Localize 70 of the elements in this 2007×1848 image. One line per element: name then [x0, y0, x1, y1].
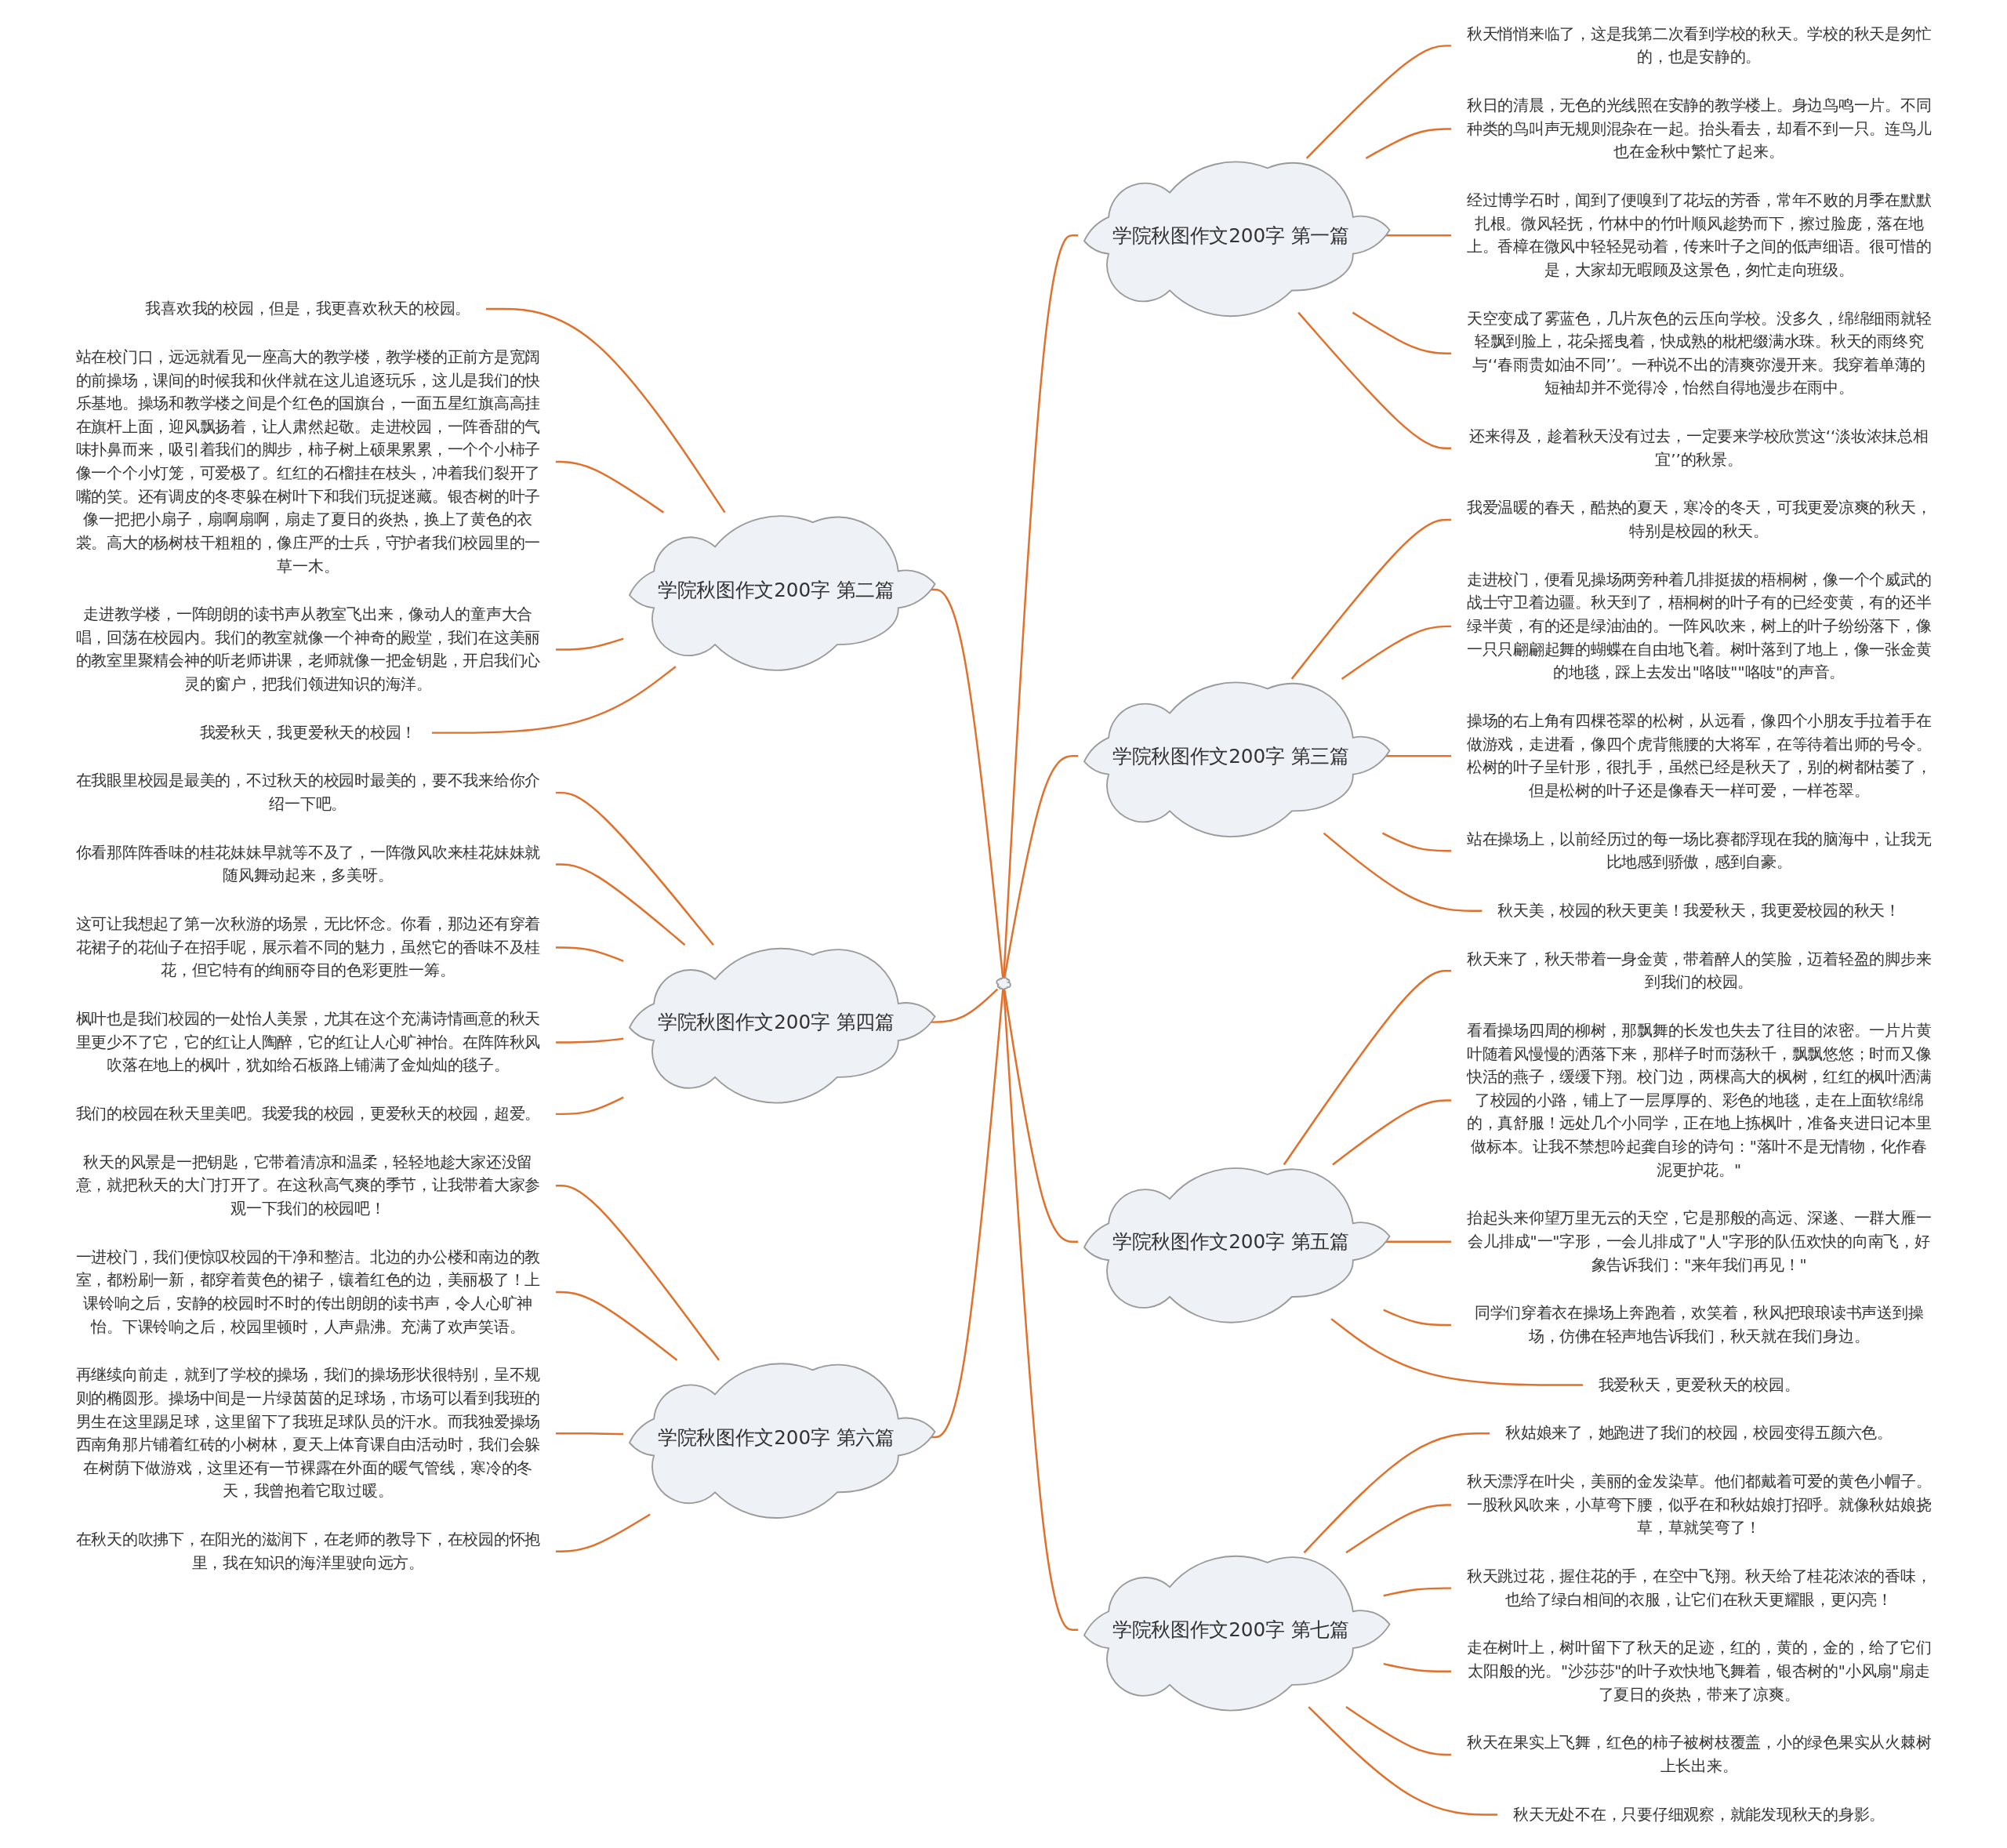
- node-text: 我爱秋天，更爱秋天的校园。: [1598, 1374, 1800, 1394]
- connector: [555, 460, 664, 514]
- connector: [1383, 1662, 1452, 1672]
- node-text: 站在操场上，以前经历过的每一场比赛都浮现在我的脑海中，让我无比地感到骄傲，感到自豪。: [1466, 829, 1932, 871]
- node-text: 秋天漂浮在叶尖，美丽的金发染草。他们都戴着可爱的黄色小帽子。一股秋风吹来，小草弯下腰，似乎在和秋姑娘打招呼。就像秋姑娘挠草，草就笑弯了！: [1466, 1472, 1932, 1537]
- node-text: 走在树叶上，树叶留下了秋天的足迹，红的，黄的，金的，给了它们太阳般的光。"沙莎莎"的叶子欢快地飞舞着，银杏树的"小风扇"扇走了夏日的炎热，带来了凉爽。: [1466, 1638, 1932, 1703]
- connector: [1003, 989, 1079, 1631]
- node-text: 我们的校园在秋天里美吧。我爱我的校园，更爱秋天的校园，超爱。: [75, 1104, 541, 1123]
- node-text: 秋天悄悄来临了，这是我第二次看到学校的秋天。学校的秋天是匆忙的，也是安静的。: [1466, 24, 1932, 66]
- connector: [485, 307, 726, 513]
- connector: [1290, 518, 1452, 680]
- node-text: 同学们穿着衣在操场上奔跑着，欢笑着，秋风把琅琅读书声送到操场，仿佛在轻声地告诉我们，秋天就在我们身边。: [1474, 1303, 1924, 1345]
- node-text: 你看那阵阵香味的桂花妹妹早就等不及了，一阵微风吹来桂花妹妹就随风舞动起来，多美呀。: [75, 842, 541, 884]
- node-text: 秋姑娘来了，她跑进了我们的校园，校园变得五颜六色。: [1505, 1423, 1893, 1442]
- node-text: 站在校门口，远远就看见一座高大的教学楼，教学楼的正前方是宽阔的前操场，课间的时候我和伙伴就在这儿追逐玩乐，这儿是我们的快乐基地。操场和教学楼之间是个红色的国旗台，一面五星红旗高高挂在旗杆上面，迎风飘扬着，让人肃然起敬。走进校园，一阵香甜的气味扑鼻而来，吸引着我们的脚步，柿子树上硕果累累，一个个小柿子像一个个小灯笼，可爱极了。红红的石榴挂在枝头，冲着我们裂开了嘴的笑。还有调皮的冬枣躲在树叶下和我们玩捉迷藏。银杏树的叶子像一把把小扇子，扇啊扇啊，扇走了夏日的炎热，换上了黄色的衣裳。高大的杨树枝干粗粗的，像庄严的士兵，守护者我们校园里的一草一木。: [75, 347, 541, 575]
- node-text: 一进校门，我们便惊叹校园的干净和整洁。北边的办公楼和南边的教室，都粉刷一新，都穿着黄色的裙子，镶着红色的边，美丽极了！上课铃响之后，安静的校园时不时的传出朗朗的读书声，令人心旷神怡。下课铃响之后，校园里顿时，人声鼎沸。充满了欢声笑语。: [75, 1247, 541, 1336]
- node-text: 秋天来了，秋天带着一身金黄，带着醉人的笑脸，迈着轻盈的脚步来到我们的校园。: [1466, 949, 1932, 991]
- node-text: 秋天在果实上飞舞，红色的柿子被树枝覆盖，小的绿色果实从火棘树上长出来。: [1466, 1733, 1932, 1775]
- connector: [1305, 44, 1452, 159]
- node-text: 在我眼里校园是最美的，不过秋天的校园时最美的，要不我来给你介绍一下吧。: [75, 771, 541, 813]
- node-text: 秋天跳过花，握住花的手，在空中飞翔。秋天给了桂花浓浓的香味，也给了绿白相间的衣服，让它们在秋天更耀眼，更闪亮！: [1466, 1566, 1932, 1609]
- node-text: 再继续向前走，就到了学校的操场，我们的操场形状很特别，呈不规则的椭圆形。操场中间是一片绿茵茵的足球场，市场可以看到我班的男生在这里踢足球，这里留下了我班足球队员的汗水。而我独爱操场西南角那片铺着红砖的小树林，夏天上体育课自由活动时，我们会躲在树荫下做游戏，这里还有一节裸露在外面的暖气管线，寒冷的冬天，我曾抱着它取过暖。: [75, 1365, 541, 1500]
- connector: [1383, 1309, 1452, 1326]
- node-text: 秋天的风景是一把钥匙，它带着清凉和温柔，轻轻地趁大家还没留意，就把秋天的大门打开了。在这秋高气爽的季节，让我带着大家参观一下我们的校园吧！: [75, 1152, 541, 1218]
- connector: [1365, 127, 1452, 159]
- connector: [555, 791, 714, 946]
- node-text: 在秋天的吹拂下，在阳光的滋润下，在老师的教导下，在校园的怀抱里，我在知识的海洋里驶向远方。: [75, 1530, 541, 1572]
- node-text: 秋天无处不在，只要仔细观察，就能发现秋天的身影。: [1513, 1804, 1885, 1824]
- connector: [555, 1291, 678, 1361]
- connector: [1283, 969, 1452, 1165]
- connector: [431, 665, 677, 734]
- node-text: 走进教学楼，一阵朗朗的读书声从教室飞出来，像动人的童声大合唱，回荡在校园内。我们的教室就像一个神奇的殿堂，我们在这美丽的教室里聚精会神的听老师讲课，老师就像一把金钥匙，开启我们心灵的窗户，把我们领进知识的海洋。: [75, 605, 541, 693]
- node-text: 我喜欢我的校园，但是，我更喜欢秋天的校园。: [145, 299, 471, 318]
- connector: [1297, 311, 1452, 449]
- connector: [555, 1096, 624, 1115]
- connector: [555, 1184, 720, 1360]
- connector: [1341, 625, 1452, 680]
- connector: [1332, 1098, 1452, 1165]
- connector: [555, 1432, 624, 1435]
- node-text: 还来得及，趁着秋天没有过去，一定要来学校欣赏这‘‘淡妆浓抹总相宜’’的秋景。: [1469, 427, 1929, 469]
- connector: [1345, 1705, 1452, 1755]
- node-text: 我爱温暖的春天，酷热的夏天，寒冷的冬天，可我更爱凉爽的秋天，特别是校园的秋天。: [1466, 498, 1932, 540]
- node-cloud: [996, 976, 1011, 990]
- connector: [555, 946, 624, 962]
- node-text: 秋天美，校园的秋天更美！我爱秋天，我更爱校园的秋天！: [1497, 900, 1900, 920]
- node-text: 这可让我想起了第一次秋游的场景，无比怀念。你看，那边还有穿着花裙子的花仙子在招手呢，展示着不同的魅力，虽然它的香味不及桂花，但它特有的绚丽夺目的色彩更胜一筹。: [75, 914, 541, 979]
- node-text: 我爱秋天，我更爱秋天的校园！: [199, 722, 417, 742]
- connector: [1303, 1432, 1490, 1553]
- connector: [1004, 754, 1079, 978]
- node-text: 秋日的清晨，无色的光线照在安静的教学楼上。身边鸟鸣一片。不同种类的鸟叫声无规则混杂在一起。抬头看去，却看不到一只。连鸟儿也在金秋中繁忙了起来。: [1466, 96, 1932, 161]
- connector: [1383, 1586, 1452, 1596]
- connector: [1352, 311, 1452, 354]
- node-text: 天空变成了雾蓝色，几片灰色的云压向学校。没多久，绵绵细雨就轻轻飘到脸上，花朵摇曳着，快成熟的枇杷缀满水珠。秋天的雨终究与‘‘春雨贵如油不同’’。一种说不出的清爽弥漫开来。我穿着单薄的短袖却并不觉得冷，怡然自得地漫步在雨中。: [1466, 308, 1932, 397]
- connector: [1308, 1705, 1498, 1816]
- node-text: 经过博学石时，闻到了便嗅到了花坛的芳香，常年不败的月季在默默扎根。微风轻抚，竹林中的竹叶顺风趁势而下，擦过脸庞，落在地上。香樟在微风中轻轻晃动着，传来叶子之间的低声细语。很可惜的是，大家却无暇顾及这景色，匆忙走向班级。: [1466, 191, 1932, 279]
- node-text: 走进校门，便看见操场两旁种着几排挺拔的梧桐树，像一个个威武的战士守卫着边疆。秋天到了，梧桐树的叶子有的已经变黄，有的还半绿半黄，有的还是绿油油的。一阵风吹来，树上的叶子纷纷落下，像一只只翩翩起舞的蝴蝶在自由地飞着。树叶落到了地上，像一张金黄的地毯，踩上去发出"咯吱""咯吱"的声音。: [1466, 569, 1932, 681]
- connector: [555, 1037, 624, 1044]
- connector: [1003, 234, 1079, 978]
- node-text: 枫叶也是我们校园的一处怡人美景，尤其在这个充满诗情画意的秋天里更少不了它，它的红让人陶醉，它的红让人心旷神怡。在阵阵秋风吹落在地上的枫叶，犹如给石板路上铺满了金灿灿的毯子。: [75, 1009, 541, 1074]
- node-text: 抬起头来仰望万里无云的天空，它是那般的高远、深遂、一群大雁一会儿排成"一"字形，一会儿排成了"人"字形的队伍欢快的向南飞，好象告诉我们："来年我们再见！": [1466, 1208, 1932, 1274]
- connector: [1345, 1503, 1452, 1553]
- connector: [555, 637, 624, 651]
- connector: [1323, 832, 1483, 912]
- connector: [1381, 832, 1452, 851]
- connector: [1330, 1317, 1584, 1386]
- node-text: 看看操场四周的柳树，那飘舞的长发也失去了往目的浓密。一片片黄叶随着风慢慢的洒落下来，那样子时而荡秋千，飘飘悠悠；时而又像快活的燕子，缓缓下翔。校门边，两棵高大的枫树，红红的枫叶洒满了校园的小路，铺上了一层厚厚的、彩色的地毯，走在上面软绵绵的，真舒服！远处几个小同学，正在地上拣枫叶，准备夹进日记本里做标本。让我不禁想吟起龚自珍的诗句："落叶不是无情物，化作春泥更护花。": [1466, 1020, 1932, 1179]
- node-text: 操场的右上角有四棵苍翠的松树，从远看，像四个小朋友手拉着手在做游戏，走进看，像四个虎背熊腰的大将军，在等待着出师的号令。松树的叶子呈针形，很扎手，虽然已经是秋天了，别的树都枯萎了，但是松树的叶子还是像春天一样可爱，一样苍翠。: [1466, 710, 1932, 800]
- connector: [1003, 988, 1079, 1243]
- connector: [555, 1512, 651, 1552]
- connector: [555, 862, 686, 946]
